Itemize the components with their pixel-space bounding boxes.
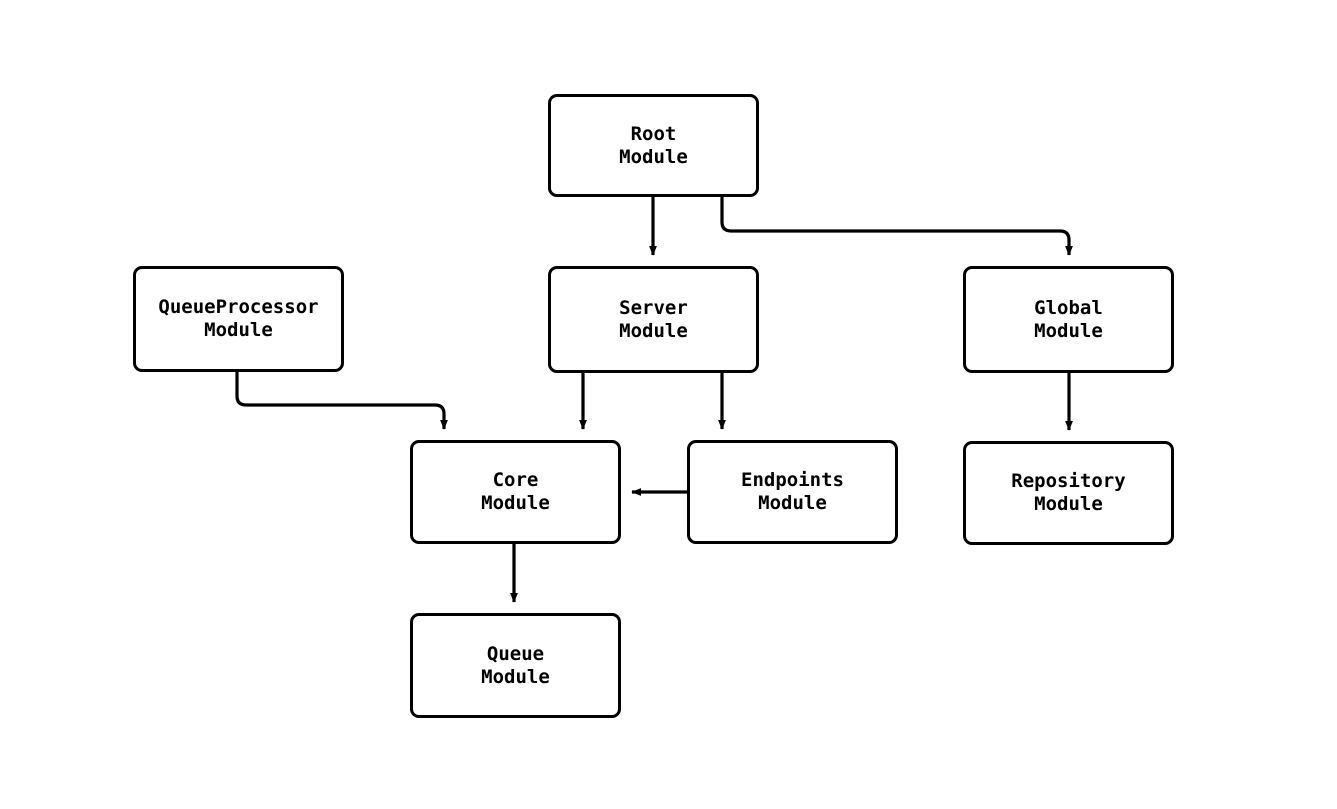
edge-queueprocessor-to-core (235, 372, 448, 430)
edge-root-to-global (720, 197, 1073, 256)
